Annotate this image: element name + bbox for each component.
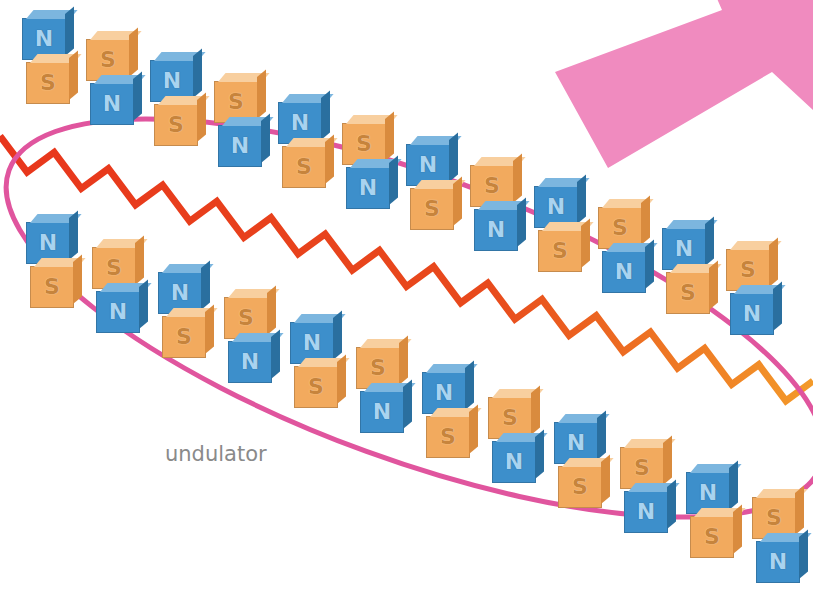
pole-letter: S (484, 175, 500, 197)
magnet-block: N (90, 83, 134, 125)
pole-letter: N (567, 432, 585, 454)
zigzag-beam (0, 136, 813, 401)
pole-letter: S (356, 133, 372, 155)
pole-letter: S (502, 407, 518, 429)
pole-letter: S (40, 72, 56, 94)
magnet-block: S (282, 146, 326, 188)
pole-letter: S (308, 376, 324, 398)
pole-letter: N (637, 501, 655, 523)
pole-letter: N (743, 303, 761, 325)
magnet-block: S (410, 188, 454, 230)
pole-letter: N (171, 282, 189, 304)
magnet-block: S (154, 104, 198, 146)
magnet-block: N (624, 491, 668, 533)
pole-letter: S (370, 357, 386, 379)
pole-letter: S (704, 526, 720, 548)
pole-letter: N (291, 112, 309, 134)
pole-letter: S (100, 49, 116, 71)
pole-letter: N (231, 135, 249, 157)
pole-letter: S (740, 259, 756, 281)
magnet-block: N (730, 293, 774, 335)
magnet-block: S (666, 272, 710, 314)
pole-letter: S (572, 476, 588, 498)
pole-letter: S (612, 217, 628, 239)
pole-letter: N (39, 232, 57, 254)
pole-letter: S (552, 240, 568, 262)
pole-letter: N (675, 238, 693, 260)
highlight-ellipse (0, 37, 813, 590)
pole-letter: N (487, 219, 505, 241)
pole-letter: N (547, 196, 565, 218)
pole-letter: S (168, 114, 184, 136)
magnet-block: S (558, 466, 602, 508)
magnet-block: S (294, 366, 338, 408)
magnet-block: N (96, 291, 140, 333)
magnet-block: N (228, 341, 272, 383)
pole-letter: S (106, 257, 122, 279)
pole-letter: N (163, 70, 181, 92)
pole-letter: S (680, 282, 696, 304)
pole-letter: S (424, 198, 440, 220)
magnet-block: N (474, 209, 518, 251)
magnet-block: S (690, 516, 734, 558)
magnet-block: S (538, 230, 582, 272)
pole-letter: N (373, 401, 391, 423)
pole-letter: N (359, 177, 377, 199)
magnet-block: S (426, 416, 470, 458)
pole-letter: S (228, 91, 244, 113)
pole-letter: N (241, 351, 259, 373)
pole-letter: N (769, 551, 787, 573)
pole-letter: S (238, 307, 254, 329)
magnet-block: N (346, 167, 390, 209)
pole-letter: N (103, 93, 121, 115)
pole-letter: N (109, 301, 127, 323)
pole-letter: N (303, 332, 321, 354)
pole-letter: S (766, 507, 782, 529)
pointer-arrow (555, 0, 813, 168)
pole-letter: N (435, 382, 453, 404)
magnet-block: S (162, 316, 206, 358)
pole-letter: S (440, 426, 456, 448)
caption-label: undulator (165, 442, 267, 466)
magnet-block: S (30, 266, 74, 308)
pole-letter: N (505, 451, 523, 473)
pole-letter: S (296, 156, 312, 178)
magnet-block: N (360, 391, 404, 433)
pole-letter: N (699, 482, 717, 504)
pole-letter: S (44, 276, 60, 298)
pole-letter: S (176, 326, 192, 348)
magnet-block: N (756, 541, 800, 583)
pole-letter: N (615, 261, 633, 283)
magnet-block: N (218, 125, 262, 167)
pole-letter: S (634, 457, 650, 479)
pole-letter: N (35, 28, 53, 50)
magnet-block: N (602, 251, 646, 293)
magnet-block: N (492, 441, 536, 483)
magnet-block: S (26, 62, 70, 104)
pole-letter: N (419, 154, 437, 176)
